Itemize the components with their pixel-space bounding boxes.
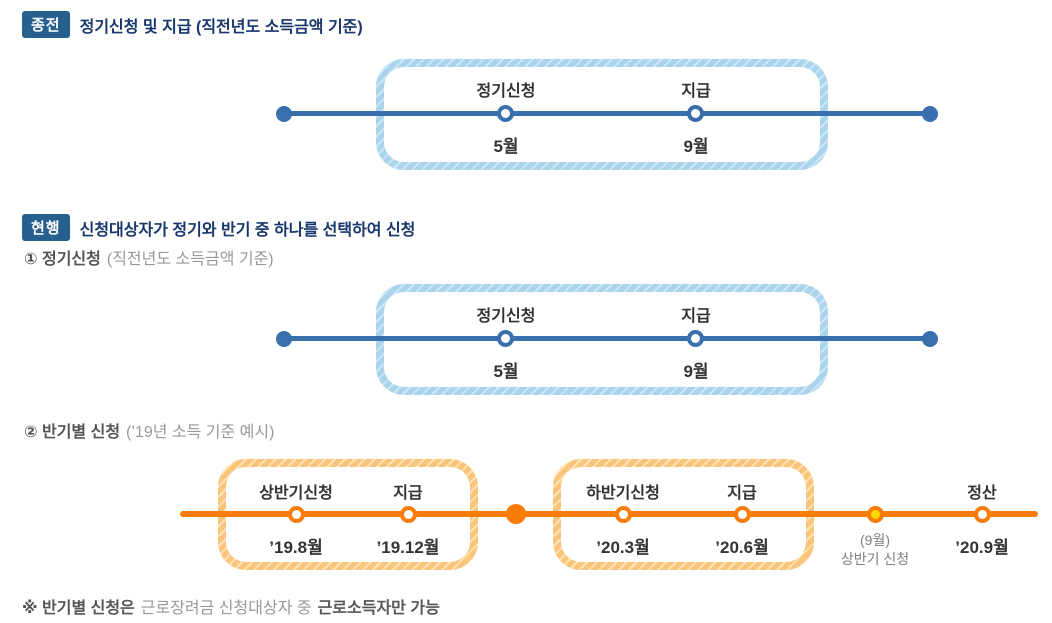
footnote-prefix: ※ 반기별 신청은 (22, 600, 135, 617)
former-pay-month: 9월 (683, 137, 709, 156)
former-badge: 종전 (22, 11, 70, 38)
first-half-apply-month: ’19.8월 (269, 538, 323, 557)
footnote-middle: 근로장려금 신청대상자 중 (140, 600, 312, 617)
regular-apply-month: 5월 (493, 362, 519, 381)
footnote-suffix: 근로소득자만 가능 (317, 600, 440, 617)
second-half-pay-node (734, 506, 751, 523)
former-apply-node (497, 105, 514, 122)
regular-apply-heading-note: (직전년도 소득금액 기준) (106, 251, 274, 268)
september-note-line2: 상반기 신청 (840, 551, 910, 567)
half-year-divider-dot (506, 504, 526, 524)
regular-pay-node (687, 330, 704, 347)
former-pay-label: 지급 (681, 83, 711, 100)
current-section-header: 현행 신청대상자가 정기와 반기 중 하나를 선택하여 신청 (22, 214, 415, 241)
current-badge: 현행 (22, 214, 70, 241)
former-timeline-line (283, 111, 931, 116)
second-half-pay-month: ’20.6월 (715, 538, 769, 557)
former-section-header: 종전 정기신청 및 지급 (직전년도 소득금액 기준) (22, 11, 363, 38)
half-year-heading-label: ② 반기별 신청 (24, 424, 121, 441)
former-apply-month: 5월 (493, 137, 519, 156)
second-half-pay-label: 지급 (727, 485, 757, 502)
settlement-node (974, 506, 991, 523)
second-half-apply-node (615, 506, 632, 523)
regular-apply-label: 정기신청 (476, 308, 536, 325)
september-note: (9월) 상반기 신청 (795, 531, 955, 569)
regular-apply-heading: ① 정기신청 (직전년도 소득금액 기준) (24, 245, 274, 269)
half-year-heading: ② 반기별 신청 (’19년 소득 기준 예시) (24, 418, 274, 442)
regular-timeline-start-dot (276, 331, 292, 347)
former-pay-node (687, 105, 704, 122)
second-half-apply-label: 하반기신청 (586, 485, 660, 502)
former-title: 정기신청 및 지급 (직전년도 소득금액 기준) (79, 18, 363, 36)
first-half-pay-node (400, 506, 417, 523)
first-half-pay-month: ’19.12월 (376, 538, 440, 557)
second-half-apply-month: ’20.3월 (596, 538, 650, 557)
former-apply-label: 정기신청 (476, 83, 536, 100)
settlement-label: 정산 (967, 485, 997, 502)
first-half-apply-label: 상반기신청 (259, 485, 333, 502)
settlement-month: ’20.9월 (955, 538, 1009, 557)
half-year-timeline-line (180, 511, 1038, 517)
regular-pay-month: 9월 (683, 362, 709, 381)
footnote: ※ 반기별 신청은 근로장려금 신청대상자 중 근로소득자만 가능 (22, 594, 440, 618)
regular-apply-node (497, 330, 514, 347)
former-timeline-end-dot (922, 106, 938, 122)
half-year-heading-note: (’19년 소득 기준 예시) (126, 424, 275, 441)
regular-apply-heading-label: ① 정기신청 (24, 251, 101, 268)
first-half-pay-label: 지급 (393, 485, 423, 502)
september-first-half-node (867, 506, 884, 523)
former-timeline-start-dot (276, 106, 292, 122)
current-title: 신청대상자가 정기와 반기 중 하나를 선택하여 신청 (79, 221, 416, 239)
first-half-apply-node (288, 506, 305, 523)
regular-timeline-line (283, 336, 931, 341)
regular-timeline-end-dot (922, 331, 938, 347)
september-note-line1: (9월) (860, 532, 890, 548)
regular-pay-label: 지급 (681, 308, 711, 325)
